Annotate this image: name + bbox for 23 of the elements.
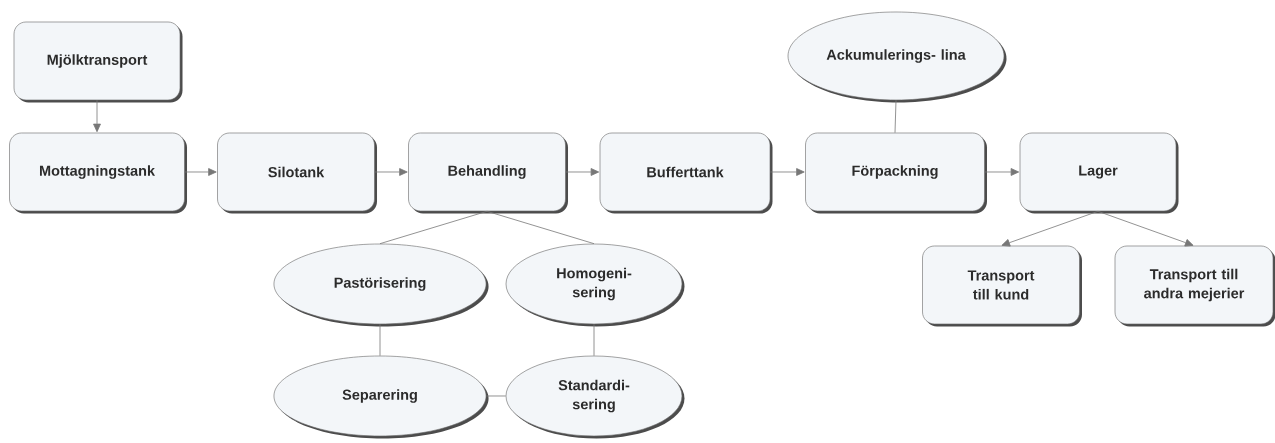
connector-line bbox=[485, 395, 507, 397]
arrow bbox=[374, 168, 408, 176]
process-box: Bufferttank bbox=[599, 132, 773, 214]
process-box: Mjölktransport bbox=[13, 21, 183, 103]
arrow bbox=[565, 168, 600, 176]
arrow bbox=[93, 99, 101, 133]
connector-line bbox=[593, 323, 595, 357]
arrow bbox=[1001, 210, 1099, 247]
process-box: Lager bbox=[1019, 132, 1179, 214]
connector-line bbox=[894, 99, 897, 134]
process-box: Silotank bbox=[217, 132, 377, 214]
connector-line bbox=[379, 210, 488, 245]
arrow bbox=[1097, 210, 1194, 247]
process-box: Transport till kund bbox=[922, 245, 1082, 327]
process-box: Transport till andra mejerier bbox=[1114, 245, 1275, 327]
arrow bbox=[984, 168, 1020, 176]
process-box: Behandling bbox=[408, 132, 568, 214]
arrow bbox=[184, 168, 217, 176]
process-box: Förpackning bbox=[805, 132, 987, 214]
process-box: Mottagningstank bbox=[9, 132, 187, 214]
connector-line bbox=[486, 210, 595, 245]
connector-line bbox=[379, 323, 381, 357]
arrow bbox=[769, 168, 805, 176]
